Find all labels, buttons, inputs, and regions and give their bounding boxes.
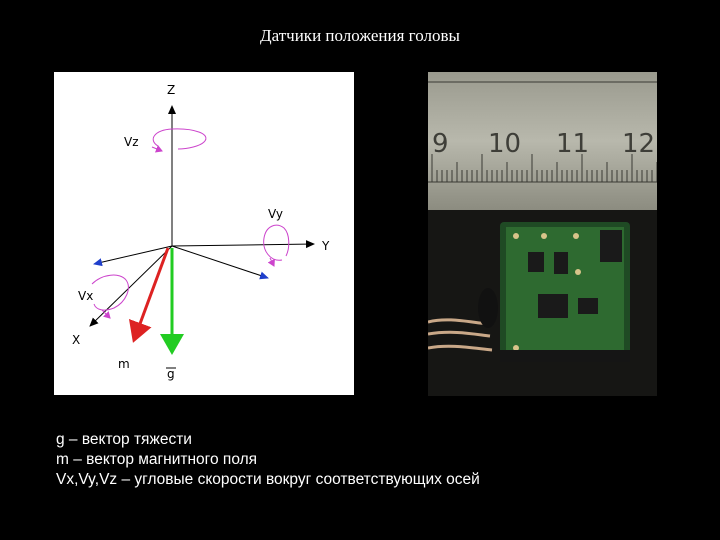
vx-label: Vx <box>78 289 93 303</box>
axes-diagram: Z Y X Vz Vy Vx m g <box>54 72 354 395</box>
ruler-num-12: 12 <box>622 129 655 159</box>
vz-label: Vz <box>124 135 139 149</box>
neg-y-axis <box>93 245 173 267</box>
vz-rotation-arrow <box>152 128 207 150</box>
vx-rotation-arrow <box>91 274 129 311</box>
captions: g – вектор тяжести m – вектор магнитного… <box>56 430 480 490</box>
g-label: g <box>167 367 175 381</box>
ruler <box>428 72 657 210</box>
magnetic-vector <box>128 247 170 343</box>
vy-rotation-arrow <box>263 224 290 261</box>
y-axis <box>171 240 315 249</box>
ruler-num-10: 10 <box>488 129 521 159</box>
x-axis-label: X <box>72 333 80 347</box>
vy-label: Vy <box>268 207 283 221</box>
m-label: m <box>118 357 130 371</box>
slide-title: Датчики положения головы <box>260 26 460 45</box>
caption-magnetic: m – вектор магнитного поля <box>56 451 258 468</box>
neg-x-axis <box>171 245 269 280</box>
y-axis-label: Y <box>321 239 330 253</box>
caption-angular: Vx,Vy,Vz – угловые скорости вокруг соотв… <box>56 471 480 488</box>
sensor-photo: 9 10 11 12 <box>428 72 657 396</box>
ruler-num-9: 9 <box>432 129 449 159</box>
z-axis-label: Z <box>167 83 175 97</box>
ruler-num-11: 11 <box>556 129 589 159</box>
caption-gravity: g – вектор тяжести <box>56 431 192 448</box>
x-axis <box>89 245 173 327</box>
